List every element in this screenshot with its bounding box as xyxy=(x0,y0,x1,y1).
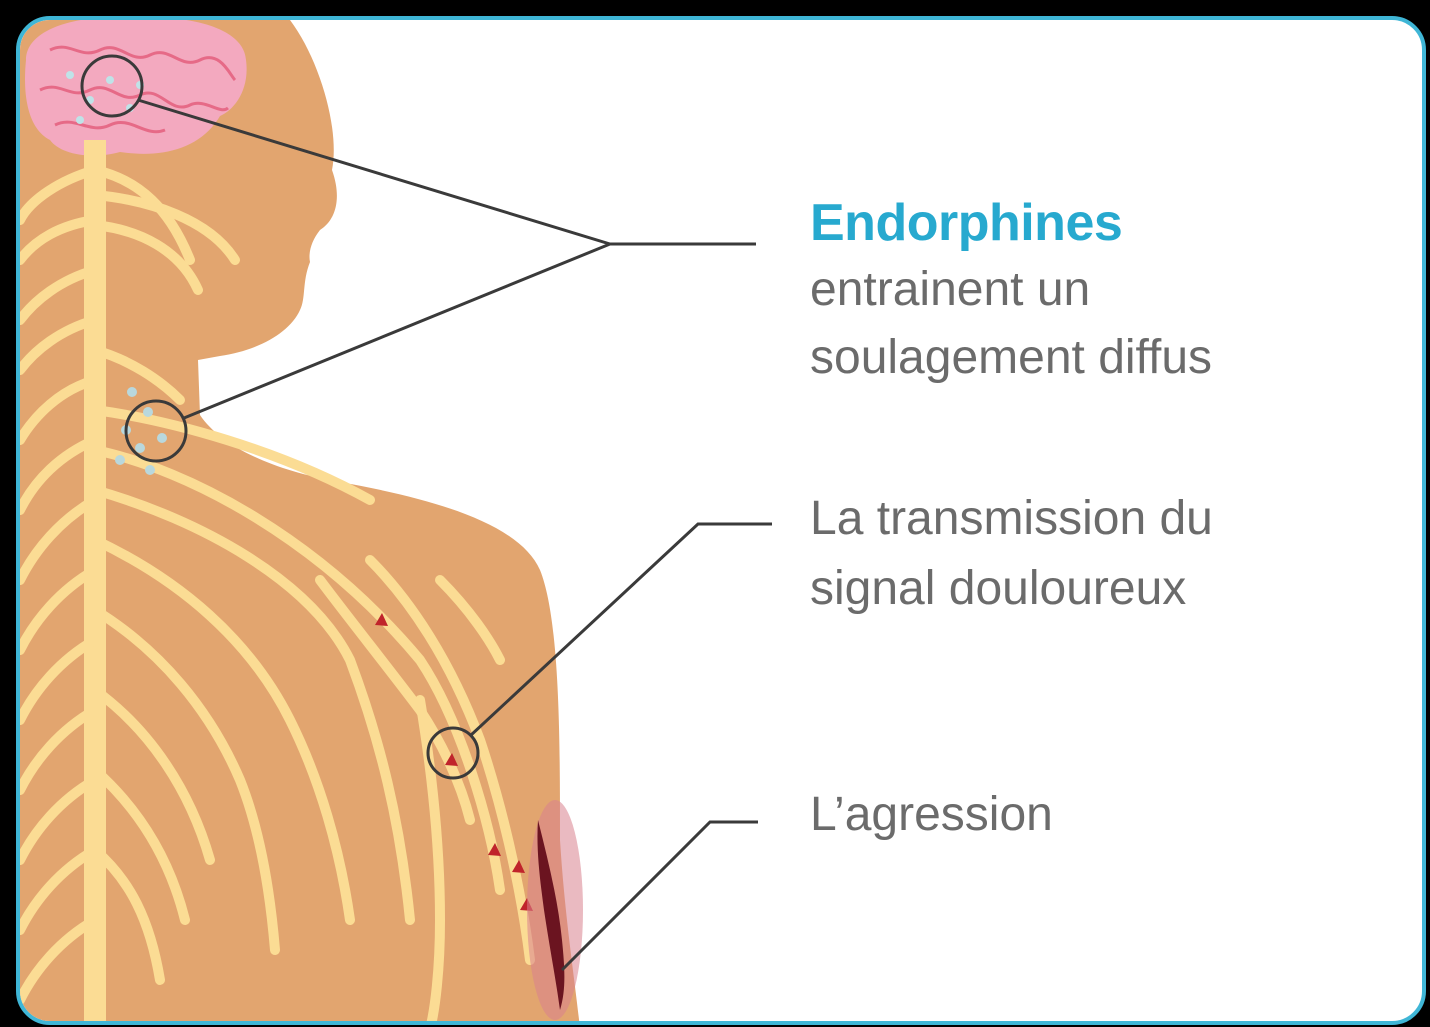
agression-callout: L’agression xyxy=(810,780,1410,850)
illustration-card: Endorphines entrainent un soulagement di… xyxy=(16,16,1426,1025)
transmission-text-line-1: La transmission du xyxy=(810,484,1410,554)
endorphines-text-line-2: soulagement diffus xyxy=(810,324,1410,392)
transmission-text-line-2: signal douloureux xyxy=(810,554,1410,624)
agression-text: L’agression xyxy=(810,780,1410,850)
endorphines-callout: Endorphines entrainent un soulagement di… xyxy=(810,190,1410,392)
endorphines-title: Endorphines xyxy=(810,190,1410,256)
wound xyxy=(527,800,583,1020)
image-frame: Endorphines entrainent un soulagement di… xyxy=(10,10,1430,1027)
transmission-callout: La transmission du signal douloureux xyxy=(810,484,1410,624)
endorphines-text-line-1: entrainent un xyxy=(810,256,1410,324)
